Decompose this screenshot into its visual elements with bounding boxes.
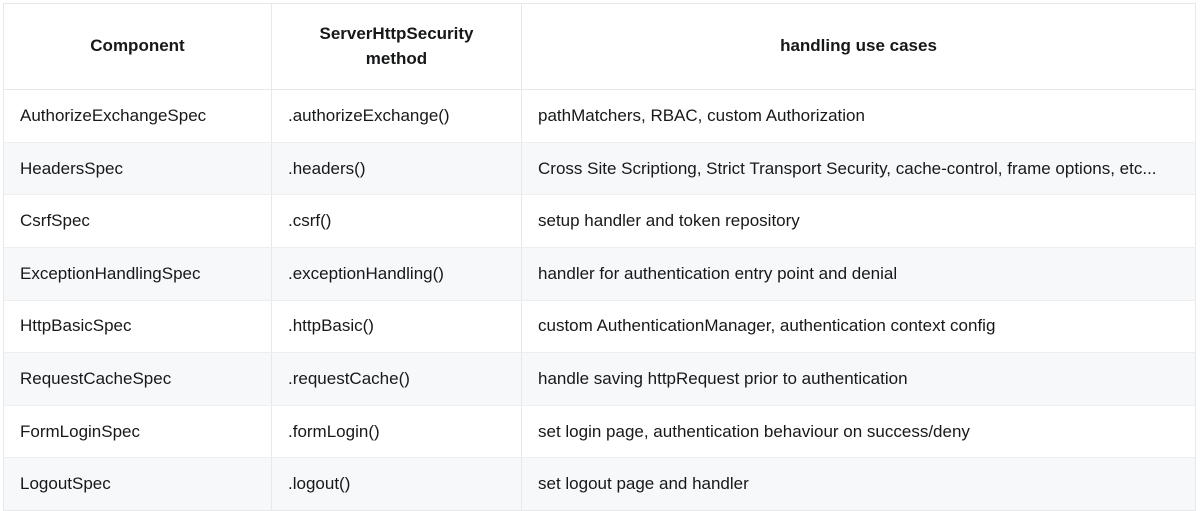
- cell-use-cases: custom AuthenticationManager, authentica…: [521, 300, 1196, 354]
- table-body: AuthorizeExchangeSpec .authorizeExchange…: [3, 89, 1196, 511]
- cell-use-cases: set logout page and handler: [521, 457, 1196, 511]
- column-header-method-line2: method: [365, 48, 428, 68]
- cell-method: .formLogin(): [271, 405, 522, 459]
- column-header-method: ServerHttpSecurity method: [271, 3, 522, 90]
- cell-use-cases: handle saving httpRequest prior to authe…: [521, 352, 1196, 406]
- column-header-method-line1: ServerHttpSecurity: [319, 24, 474, 44]
- cell-component: HttpBasicSpec: [3, 300, 272, 354]
- table-row: LogoutSpec .logout() set logout page and…: [3, 457, 1196, 511]
- table-row: RequestCacheSpec .requestCache() handle …: [3, 352, 1196, 406]
- table-row: FormLoginSpec .formLogin() set login pag…: [3, 405, 1196, 459]
- table-row: ExceptionHandlingSpec .exceptionHandling…: [3, 247, 1196, 301]
- table-header: Component ServerHttpSecurity method hand…: [3, 3, 1196, 90]
- cell-component: AuthorizeExchangeSpec: [3, 89, 272, 143]
- column-header-use-cases: handling use cases: [521, 3, 1196, 90]
- cell-component: FormLoginSpec: [3, 405, 272, 459]
- cell-method: .logout(): [271, 457, 522, 511]
- cell-method: .httpBasic(): [271, 300, 522, 354]
- cell-use-cases: set login page, authentication behaviour…: [521, 405, 1196, 459]
- cell-use-cases: handler for authentication entry point a…: [521, 247, 1196, 301]
- table-row: CsrfSpec .csrf() setup handler and token…: [3, 194, 1196, 248]
- cell-component: CsrfSpec: [3, 194, 272, 248]
- cell-method: .authorizeExchange(): [271, 89, 522, 143]
- column-header-component: Component: [3, 3, 272, 90]
- cell-component: LogoutSpec: [3, 457, 272, 511]
- cell-component: HeadersSpec: [3, 142, 272, 196]
- serverhttpsecurity-spec-table: Component ServerHttpSecurity method hand…: [3, 3, 1196, 511]
- cell-use-cases: setup handler and token repository: [521, 194, 1196, 248]
- cell-component: RequestCacheSpec: [3, 352, 272, 406]
- table-row: AuthorizeExchangeSpec .authorizeExchange…: [3, 89, 1196, 143]
- cell-method: .requestCache(): [271, 352, 522, 406]
- table-row: HttpBasicSpec .httpBasic() custom Authen…: [3, 300, 1196, 354]
- cell-use-cases: pathMatchers, RBAC, custom Authorization: [521, 89, 1196, 143]
- cell-method: .csrf(): [271, 194, 522, 248]
- cell-component: ExceptionHandlingSpec: [3, 247, 272, 301]
- cell-use-cases: Cross Site Scriptiong, Strict Transport …: [521, 142, 1196, 196]
- cell-method: .headers(): [271, 142, 522, 196]
- cell-method: .exceptionHandling(): [271, 247, 522, 301]
- table-header-row: Component ServerHttpSecurity method hand…: [3, 3, 1196, 90]
- table-row: HeadersSpec .headers() Cross Site Script…: [3, 142, 1196, 196]
